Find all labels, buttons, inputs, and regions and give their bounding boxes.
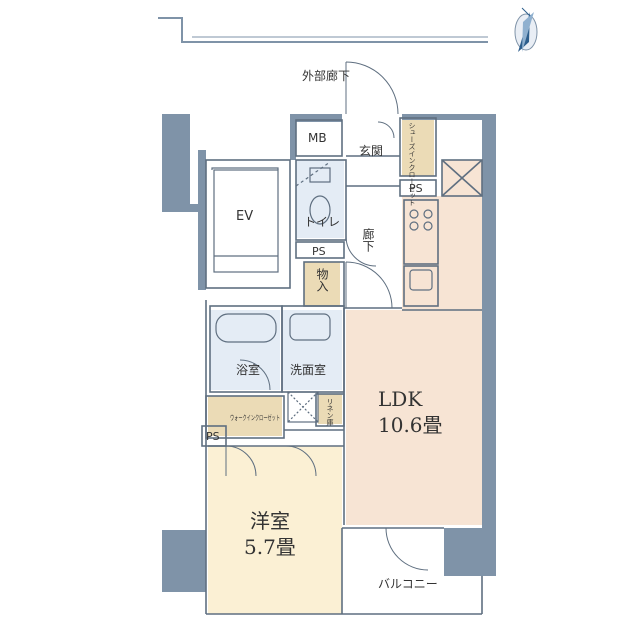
stove-burner bbox=[423, 209, 433, 219]
linen-label: リネン庫 bbox=[326, 398, 334, 427]
structure-walls bbox=[162, 114, 496, 592]
walkin-closet-floor bbox=[208, 396, 282, 436]
washer-pan bbox=[287, 391, 319, 423]
stove-burner bbox=[423, 221, 433, 231]
ps-mid-label: PS bbox=[312, 245, 326, 258]
toilet-bowl bbox=[309, 195, 331, 225]
mb-label: MB bbox=[308, 131, 327, 145]
stove-burner bbox=[409, 209, 419, 219]
ldk-floor bbox=[346, 310, 482, 525]
doors bbox=[225, 61, 429, 571]
north-compass-icon bbox=[514, 7, 538, 52]
toilet-label: トイレ bbox=[304, 215, 340, 229]
balcony-label: バルコニー bbox=[378, 577, 438, 591]
shoes-closet-floor bbox=[402, 118, 434, 176]
toilet-floor bbox=[296, 160, 344, 238]
shoes-closet-label: シューズインクローゼット bbox=[408, 122, 416, 206]
wash-basin bbox=[289, 313, 331, 341]
washroom-floor bbox=[282, 310, 342, 390]
monoire-floor bbox=[304, 262, 340, 306]
bathroom-floor bbox=[210, 310, 280, 390]
bathtub bbox=[215, 313, 277, 343]
walkin-closet-label: ウォークインクローゼット bbox=[230, 413, 280, 422]
stove-burner bbox=[409, 221, 419, 231]
fixtures bbox=[211, 161, 433, 423]
monoire-label: 物入 bbox=[315, 268, 329, 292]
ldk-name-label: LDK bbox=[378, 387, 423, 411]
top-outline bbox=[158, 17, 488, 43]
genkan-label: 玄関 bbox=[359, 143, 383, 158]
washroom-label: 洗面室 bbox=[290, 362, 326, 377]
room-labels: 外部廊下 MB 玄関 シューズインクローゼット PS EV トイレ 廊下 PS … bbox=[206, 68, 443, 591]
western-name-label: 洋室 bbox=[250, 509, 290, 533]
corridor-label: 廊下 bbox=[361, 227, 375, 252]
partition-lines bbox=[201, 117, 483, 615]
ps-left-label: PS bbox=[206, 430, 220, 443]
outer-corridor-label: 外部廊下 bbox=[302, 68, 350, 83]
ev-label: EV bbox=[236, 209, 253, 224]
kitchen-floor bbox=[402, 196, 482, 310]
bathroom-label: 浴室 bbox=[236, 362, 260, 377]
linen-floor bbox=[318, 394, 342, 424]
ps-top-label: PS bbox=[409, 182, 423, 195]
kitchen-sink bbox=[409, 269, 433, 291]
elevator-cab bbox=[213, 169, 279, 273]
western-room-floor bbox=[208, 446, 342, 614]
ldk-size-label: 10.6畳 bbox=[378, 413, 443, 437]
western-size-label: 5.7畳 bbox=[244, 535, 296, 559]
